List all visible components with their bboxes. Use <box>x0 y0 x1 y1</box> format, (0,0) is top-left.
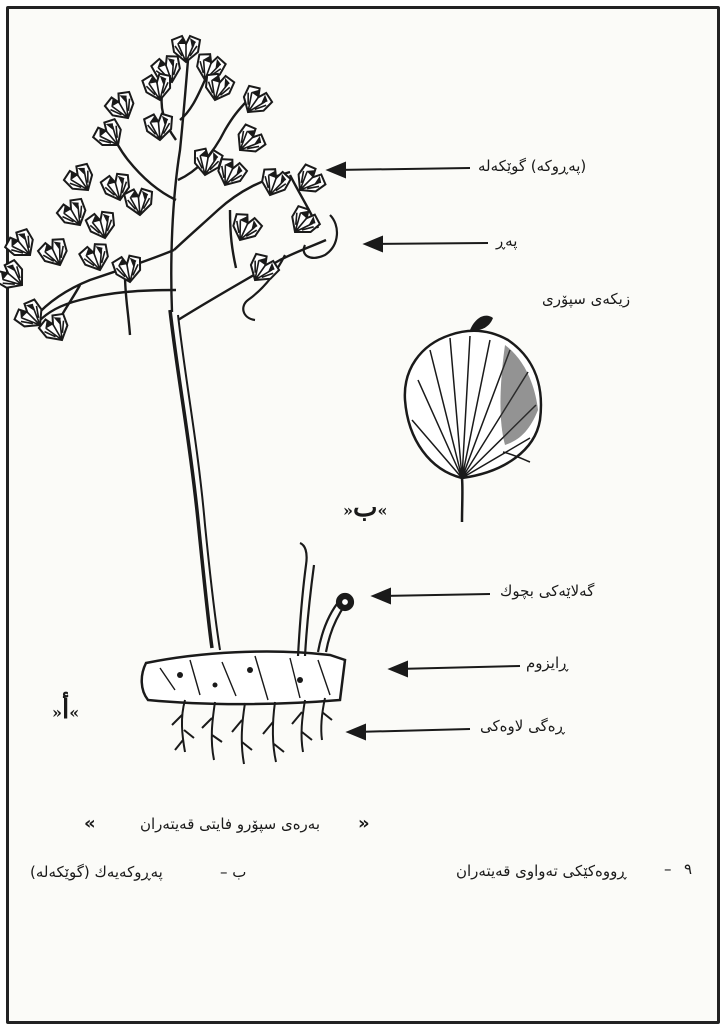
adventitious-roots <box>172 698 332 764</box>
caption-close-mark: « <box>84 813 96 834</box>
tag-a-close-quote: » <box>52 703 62 722</box>
label-root: ڕەگی لاوەکی <box>480 717 565 735</box>
young-fiddleheads <box>298 543 353 656</box>
label-prothallus: (پەڕوكە) گوێکەلە <box>478 157 586 175</box>
frond-branches <box>34 60 326 335</box>
tag-b-letter: ب <box>353 493 377 523</box>
caption-open-mark: » <box>358 813 370 834</box>
figure-tag-b: »ب« <box>343 493 387 523</box>
tag-a-open-quote: « <box>69 703 79 722</box>
figure-tag-a: »أ« <box>52 695 79 725</box>
legend-number: ٩ <box>684 860 692 878</box>
legend-item-a: ڕووەکێکی تەواوی قەیتەران <box>456 862 627 880</box>
label-young-leaf: گەلاێەکی بچوك <box>500 582 594 600</box>
legend-item-b: پەڕوکەیەك (گوێکەلە) <box>30 863 163 881</box>
legend-dash: – <box>664 860 672 878</box>
tag-b-close-quote: » <box>343 501 353 520</box>
rhizome-structure <box>142 652 345 705</box>
tag-b-open-quote: « <box>377 501 387 520</box>
caption-title: بەرەی سپۆرو فایتی قەیتەران <box>140 815 320 833</box>
spore-leaflet-detail <box>405 316 541 522</box>
label-frond: پەڕ <box>496 232 517 250</box>
leaflets <box>0 36 328 347</box>
label-spore-sac: زیکەی سپۆری <box>542 290 630 308</box>
fern-stalk <box>170 310 220 650</box>
label-rhizome: ڕایزوم <box>526 654 568 672</box>
legend-item-b-letter: ب – <box>220 863 246 881</box>
